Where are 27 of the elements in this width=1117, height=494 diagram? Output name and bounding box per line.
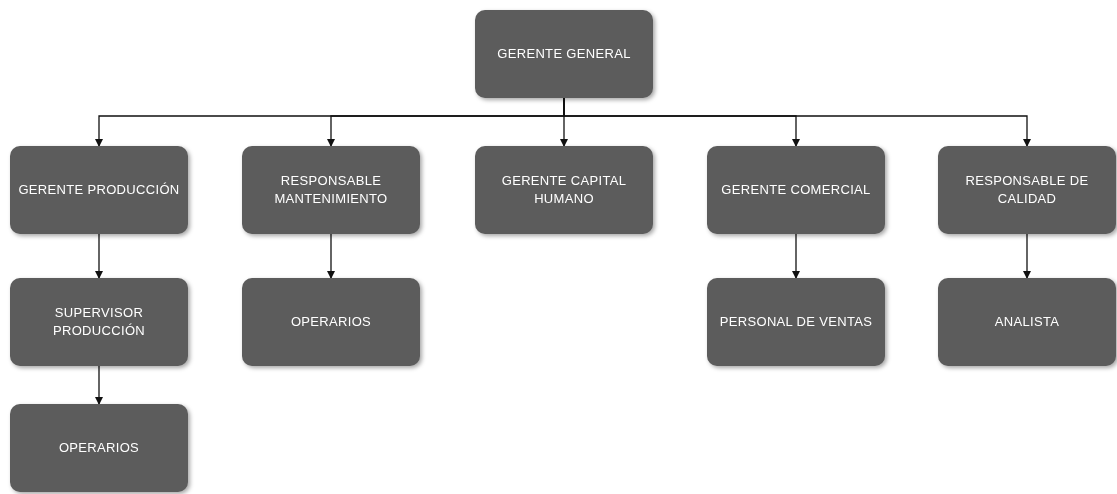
role-title: SUPERVISOR PRODUCCIÓN: [51, 304, 147, 340]
role-box: [10, 278, 188, 366]
role-title: GERENTE PRODUCCIÓN: [18, 181, 180, 199]
role-title: RESPONSABLE MANTENIMIENTO: [273, 172, 389, 208]
role-title: GERENTE COMERCIAL: [721, 181, 871, 199]
arrow: [95, 233, 103, 279]
arrow: [95, 365, 103, 405]
role-title: GERENTE CAPITAL HUMANO: [500, 172, 628, 208]
role-title: PERSONAL DE VENTAS: [719, 313, 873, 331]
role-box: [242, 278, 420, 366]
role-box: [242, 146, 420, 234]
role-title: OPERARIOS: [290, 313, 372, 331]
role-title: OPERARIOS: [58, 439, 140, 457]
role-box: [10, 404, 188, 492]
role-title: GERENTE GENERAL: [497, 45, 631, 63]
role-box: [475, 146, 653, 234]
arrow: [327, 233, 335, 279]
arrow: [792, 233, 800, 279]
arrow: [1023, 233, 1031, 279]
role-title: RESPONSABLE DE CALIDAD: [964, 172, 1090, 208]
role-box: [475, 10, 653, 98]
role-box: [938, 146, 1116, 234]
role-title: ANALISTA: [994, 313, 1060, 331]
role-box: [707, 146, 885, 234]
role-box: [938, 278, 1116, 366]
role-box: [10, 146, 188, 234]
role-box: [707, 278, 885, 366]
